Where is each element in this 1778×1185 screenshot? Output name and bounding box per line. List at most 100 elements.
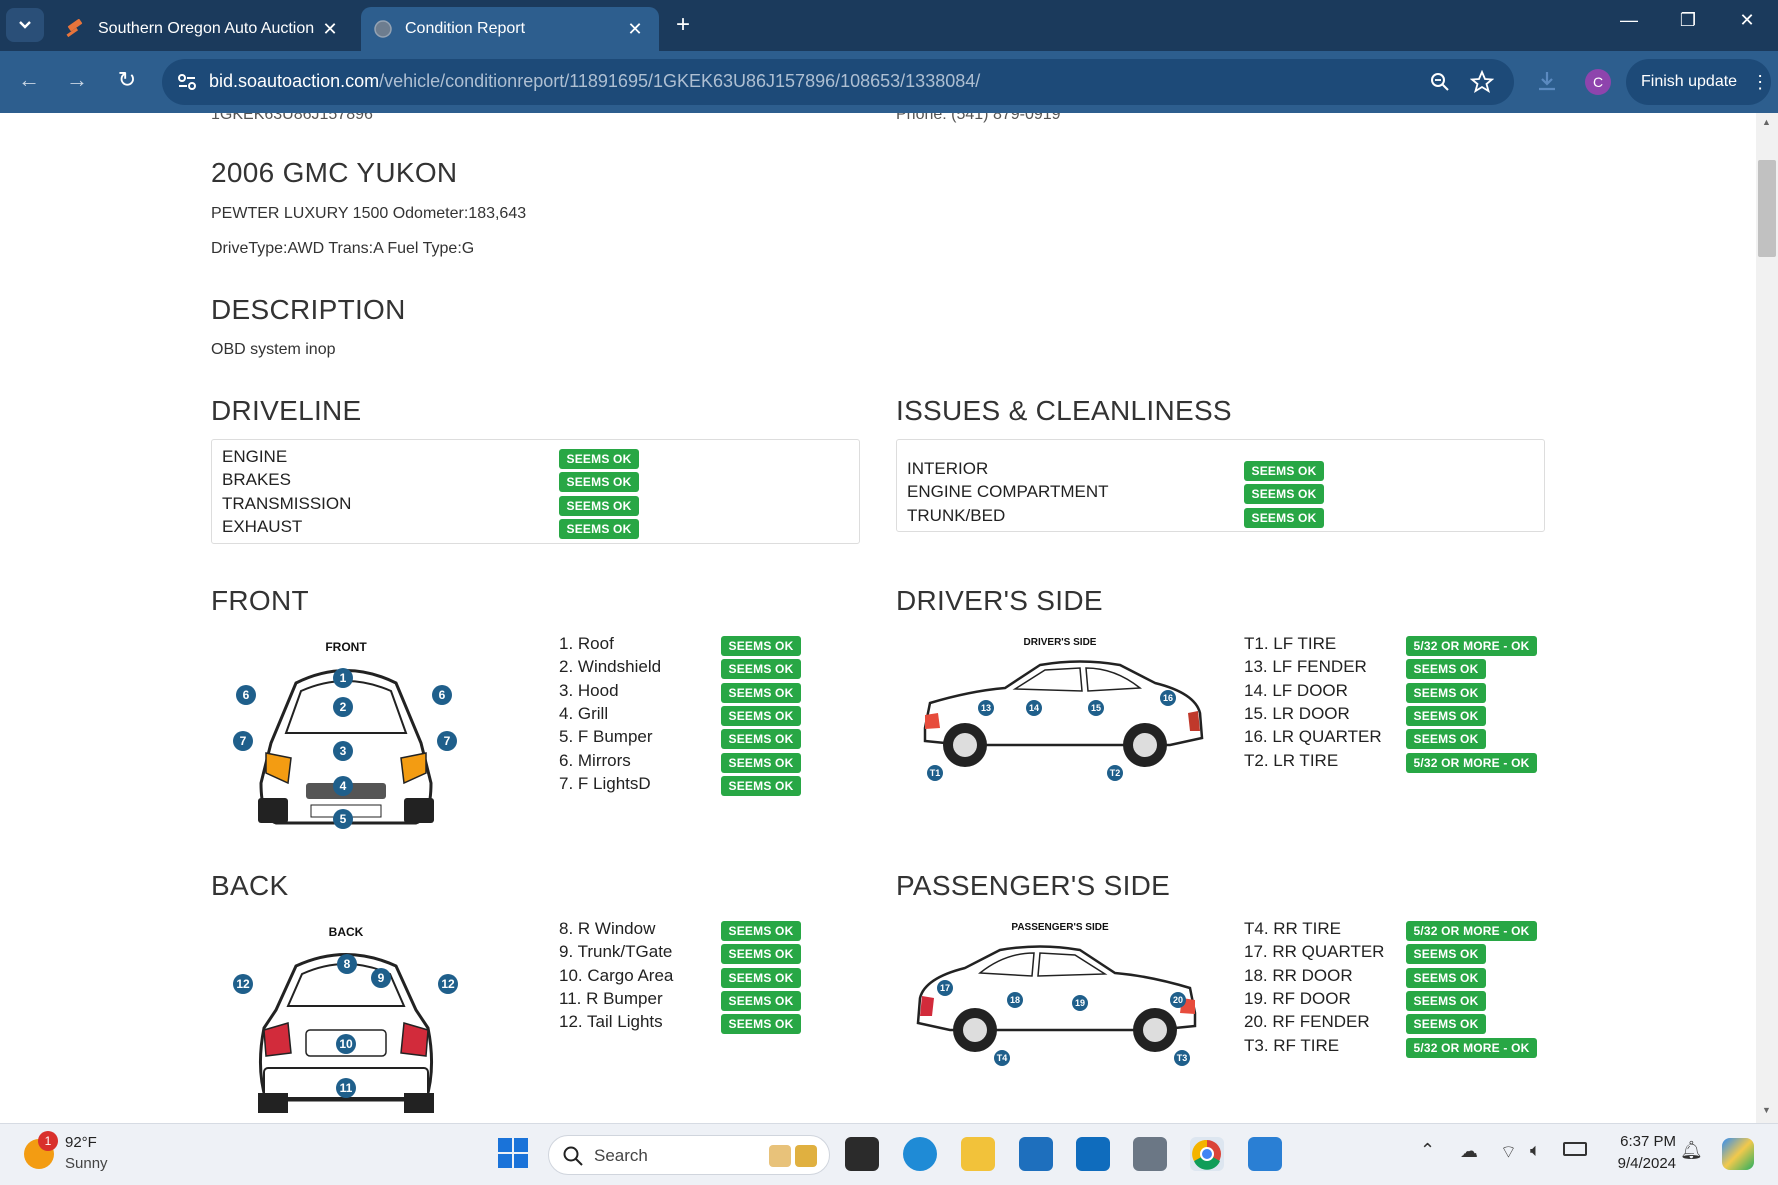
phone-text: Phone: (541) 879-0919	[896, 113, 1061, 123]
marker-number: T3	[1177, 1053, 1188, 1063]
scrollbar-thumb[interactable]	[1758, 160, 1776, 257]
marker-number: T2	[1110, 768, 1121, 778]
chevron-up-icon[interactable]: ⌃	[1420, 1140, 1436, 1160]
bookmark-star-icon[interactable]	[1470, 70, 1494, 94]
wifi-icon[interactable]: ⌔	[1500, 1142, 1517, 1162]
back-button[interactable]: ←	[18, 67, 40, 92]
marker-number: 3	[340, 744, 347, 758]
marker-number: 12	[441, 977, 455, 991]
clock-date[interactable]: 9/4/2024	[1617, 1155, 1676, 1172]
search-highlight-icon	[795, 1145, 817, 1167]
marker-number: 4	[340, 779, 347, 793]
marker-icons	[233, 668, 457, 829]
marker-number: 12	[236, 977, 250, 991]
browser-toolbar: ← → ↻ bid.soautoaction.com/vehicle/condi…	[0, 51, 1778, 113]
status-badge: SEEMS OK	[1406, 659, 1486, 679]
status-badge: SEEMS OK	[1406, 729, 1486, 749]
page-scrollbar[interactable]: ▲ ▼	[1756, 113, 1778, 1123]
volume-icon[interactable]: 🔈︎	[1530, 1140, 1541, 1160]
marker-number: T1	[930, 768, 941, 778]
outlook-icon[interactable]	[1076, 1137, 1110, 1171]
issue-label: INTERIOR	[907, 459, 989, 478]
copilot-icon[interactable]	[1722, 1138, 1754, 1170]
store-icon[interactable]	[1019, 1137, 1053, 1171]
front-item-label: 1. Roof	[559, 634, 614, 653]
back-item-label: 8. R Window	[559, 919, 656, 938]
notification-bell-icon[interactable]: 🔔︎	[1680, 1140, 1703, 1160]
tab-label: Southern Oregon Auto Auction	[98, 20, 315, 37]
status-badge: SEEMS OK	[559, 472, 639, 492]
site-info-icon[interactable]	[176, 71, 198, 93]
download-icon[interactable]	[1536, 70, 1558, 92]
passengers-item-label: T3. RF TIRE	[1244, 1036, 1340, 1055]
photos-icon[interactable]	[1248, 1137, 1282, 1171]
passengers-item-label: 18. RR DOOR	[1244, 966, 1353, 985]
restore-button[interactable]: ❐	[1679, 10, 1697, 30]
description-heading: DESCRIPTION	[211, 294, 406, 325]
diagram-label: DRIVER'S SIDE	[1024, 637, 1097, 648]
minimize-button[interactable]: —	[1620, 10, 1638, 30]
tab-southern-oregon[interactable]: Southern Oregon Auto Auction ✕	[52, 7, 354, 51]
task-view-icon[interactable]	[845, 1137, 879, 1171]
status-badge: SEEMS OK	[721, 944, 801, 964]
status-badge: SEEMS OK	[559, 519, 639, 539]
onedrive-icon[interactable]: ☁	[1460, 1141, 1478, 1161]
front-item-label: 2. Windshield	[559, 657, 662, 676]
drivers-item-label: T1. LF TIRE	[1244, 634, 1337, 653]
marker-number: 19	[1075, 998, 1085, 1008]
status-badge: 5/32 OR MORE - OK	[1406, 753, 1537, 773]
driveline-label: EXHAUST	[222, 517, 303, 536]
forward-button[interactable]: →	[66, 67, 88, 92]
driveline-label: ENGINE	[222, 447, 288, 466]
url-path: /vehicle/conditionreport/11891695/1GKEK6…	[379, 71, 981, 91]
close-tab-icon[interactable]: ✕	[627, 18, 643, 39]
passengers-item-label: 20. RF FENDER	[1244, 1012, 1370, 1031]
vehicle-details-line2: DriveType:AWD Trans:A Fuel Type:G	[211, 240, 475, 257]
marker-number: 1	[340, 671, 347, 685]
address-bar[interactable]: bid.soautoaction.com/vehicle/conditionre…	[162, 59, 1514, 105]
tab-condition-report[interactable]: Condition Report ✕	[361, 7, 659, 51]
marker-icons	[927, 690, 1176, 781]
marker-number: 11	[340, 1081, 353, 1095]
battery-icon[interactable]	[1563, 1142, 1587, 1156]
status-badge: SEEMS OK	[1244, 484, 1324, 504]
status-badge: SEEMS OK	[721, 683, 801, 703]
close-tab-icon[interactable]: ✕	[322, 18, 338, 39]
status-badge: SEEMS OK	[559, 496, 639, 516]
camera-icon[interactable]	[1133, 1137, 1167, 1171]
reload-button[interactable]: ↻	[117, 67, 137, 92]
profile-avatar[interactable]: C	[1585, 69, 1611, 95]
clock-time[interactable]: 6:37 PM	[1620, 1133, 1676, 1150]
taskbar-search[interactable]: Search	[548, 1135, 830, 1175]
front-item-label: 4. Grill	[559, 704, 609, 723]
file-explorer-icon[interactable]	[961, 1137, 995, 1171]
new-tab-button[interactable]: +	[676, 11, 691, 38]
marker-number: 13	[981, 703, 991, 713]
close-window-button[interactable]: ✕	[1739, 10, 1755, 30]
description-text: OBD system inop	[211, 341, 336, 358]
edge-icon[interactable]	[903, 1137, 937, 1171]
front-item-label: 5. F Bumper	[559, 727, 653, 746]
tab-search-button[interactable]	[6, 8, 44, 42]
zoom-icon[interactable]	[1430, 72, 1450, 92]
finish-update-button[interactable]: Finish update⋮	[1626, 59, 1771, 105]
vin-text: 1GKEK63U86J157896	[211, 113, 373, 123]
windows-start-icon[interactable]	[497, 1137, 529, 1169]
drivers-item-label: T2. LR TIRE	[1244, 751, 1339, 770]
weather-temp[interactable]: 92°F	[65, 1134, 97, 1151]
marker-number: 8	[344, 957, 351, 971]
passengers-side-heading: PASSENGER'S SIDE	[896, 870, 1171, 901]
driveline-box	[211, 439, 860, 544]
windows-taskbar: 1 92°F Sunny Search ⌃ ☁ ⌔ 🔈︎ 6:37 PM 9/4…	[0, 1123, 1778, 1185]
weather-desc: Sunny	[65, 1155, 108, 1172]
passengers-side-car-diagram: PASSENGER'S SIDE 17 18 19 20 T4 T3	[916, 922, 1197, 1066]
scroll-down-icon[interactable]: ▼	[1762, 1105, 1771, 1115]
marker-number: 15	[1091, 703, 1101, 713]
status-badge: 5/32 OR MORE - OK	[1406, 1038, 1537, 1058]
chrome-active-bg[interactable]	[1190, 1137, 1224, 1171]
drivers-side-car-diagram: DRIVER'S SIDE 13 14 15 16 T1 T2	[923, 637, 1204, 781]
gavel-icon	[66, 19, 83, 38]
back-item-label: 9. Trunk/TGate	[559, 942, 673, 961]
scroll-up-icon[interactable]: ▲	[1762, 117, 1771, 127]
passengers-item-label: 17. RR QUARTER	[1244, 942, 1385, 961]
